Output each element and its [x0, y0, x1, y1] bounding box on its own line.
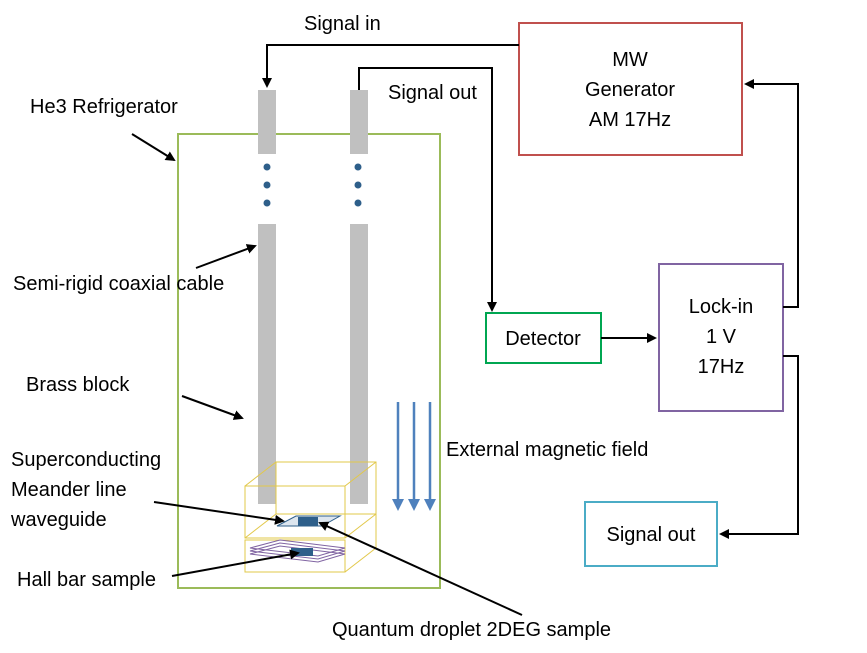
signal-in-label: Signal in: [304, 13, 381, 35]
lockin-to-signal-out-arrow: [719, 355, 799, 539]
cable-dot: [354, 199, 362, 207]
quantum-droplet-label: Quantum droplet 2DEG sample: [332, 619, 611, 641]
mw-generator-label: AM 17Hz: [589, 109, 671, 131]
meander-line-label: waveguide: [10, 509, 107, 531]
cable-dot: [354, 181, 362, 189]
lock-in-label: 17Hz: [698, 356, 745, 378]
signal-out-box: [584, 501, 718, 567]
magnetic-field-arrows: [392, 402, 436, 511]
lock-in-box: [658, 263, 784, 412]
meander-pointer: [153, 501, 285, 525]
brass-block-pointer: [181, 395, 244, 420]
quantum-droplet-pointer: [318, 521, 523, 616]
hall-bar-pointer: [171, 549, 300, 577]
brass-block-label: Brass block: [26, 374, 130, 396]
refrigerator-label: He3 Refrigerator: [30, 96, 178, 118]
lock-in-label: 1 V: [706, 326, 737, 348]
coax-cable-pointer: [195, 244, 257, 269]
detector-box: [485, 312, 602, 364]
connectors: [131, 44, 799, 616]
cable-dot: [263, 199, 271, 207]
signal-in-arrow: [262, 44, 519, 88]
signal-out-box-label: Signal out: [607, 524, 696, 546]
signal-out-line: [358, 67, 497, 312]
magnetic-field-label: External magnetic field: [446, 439, 648, 461]
coax-cable-right: [350, 90, 368, 504]
refrigerator-pointer: [131, 133, 176, 162]
mw-generator-box: [518, 22, 743, 156]
coax-cable-left: [258, 90, 276, 504]
hall-bar-sample: [291, 548, 313, 556]
brass-block: [244, 461, 377, 573]
signal-out-top-label: Signal out: [388, 82, 477, 104]
coax-cable-label: Semi-rigid coaxial cable: [13, 273, 224, 295]
detector-label: Detector: [505, 328, 581, 350]
quantum-droplet-sample: [298, 517, 318, 526]
lock-in-label: Lock-in: [689, 296, 753, 318]
cable-dot: [263, 181, 271, 189]
mw-generator-label: Generator: [585, 79, 675, 101]
cable-dot: [354, 163, 362, 171]
hall-bar-label: Hall bar sample: [17, 569, 156, 591]
cable-dot: [263, 163, 271, 171]
refrigerator-outline: [177, 133, 441, 589]
mw-generator-label: MW: [612, 49, 648, 71]
meander-line-label: Meander line: [11, 479, 127, 501]
lockin-to-generator-arrow: [744, 79, 799, 308]
meander-line-label: Superconducting: [11, 449, 161, 471]
